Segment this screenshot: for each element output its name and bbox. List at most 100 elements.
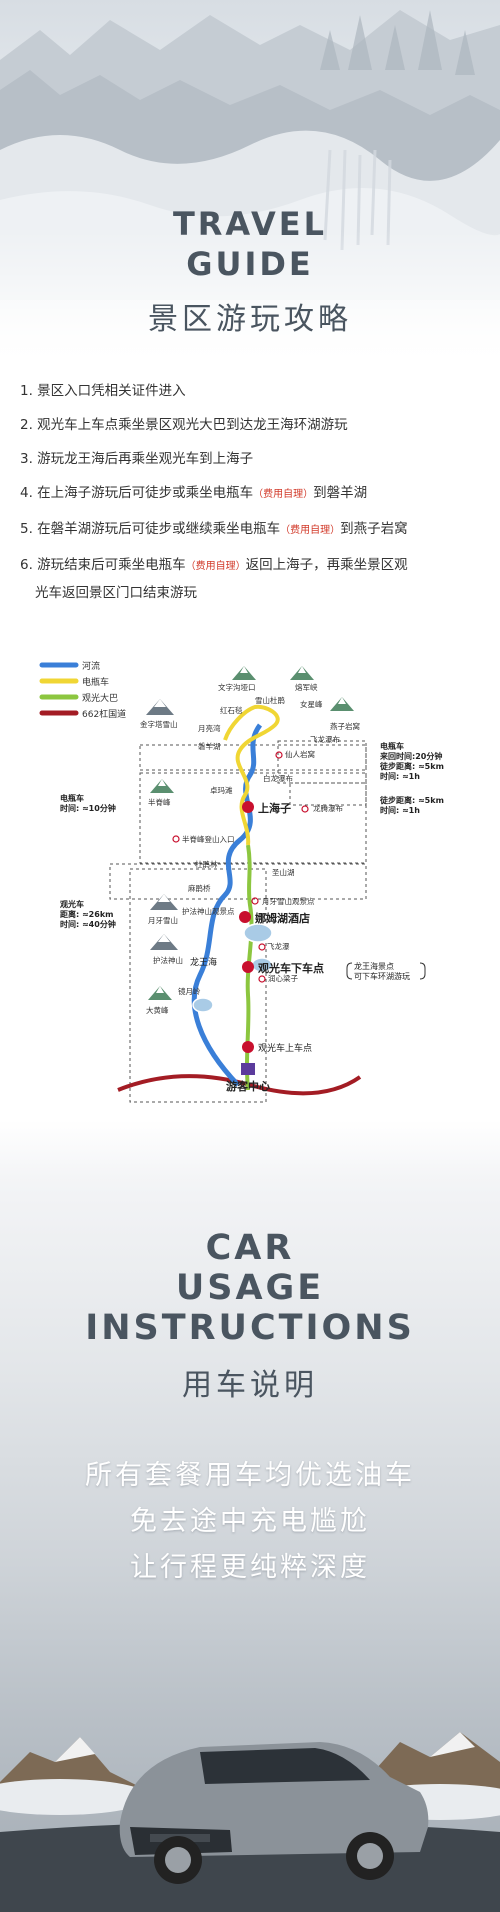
- zone-boxes: [109, 740, 367, 1103]
- legend-ebike: 电瓶车: [82, 676, 109, 688]
- label-malu: 麻鹃桥: [188, 883, 211, 893]
- slogan-line2: 免去途中充电尴尬: [130, 1506, 370, 1537]
- mountain-icon: [150, 894, 178, 910]
- step-3: 3. 游玩龙王海后再乘坐观光车到上海子: [20, 451, 254, 467]
- guide-title-line2: GUIDE: [186, 245, 314, 283]
- fee-note: （费用自理）: [185, 561, 246, 572]
- car-body: [119, 1742, 429, 1884]
- label-hongshi: 红石毯: [220, 705, 243, 715]
- label-hufas: 护法神山: [153, 955, 183, 965]
- step-4: 4. 在上海子游玩后可徒步或乘坐电瓶车（费用自理）到磐羊湖: [20, 485, 368, 501]
- national-road: [117, 1074, 362, 1096]
- lakes: [192, 923, 273, 1013]
- mountain-icon: [290, 666, 314, 680]
- label-panyanghu: 磐羊湖: [198, 741, 221, 751]
- guide-subtitle: 景区游玩攻略: [148, 302, 352, 337]
- map-legend: 河流 电瓶车 观光大巴 662杠国道: [39, 660, 126, 720]
- pin-icon: [172, 835, 180, 843]
- label-shanghaizi: 上海子: [258, 801, 291, 815]
- label-dahuang: 大黄峰: [146, 1005, 169, 1015]
- label-jingyue: 镜月岭: [178, 986, 201, 996]
- pin-icon: [275, 751, 283, 759]
- itinerary-steps: 1. 景区入口凭相关证件进入 2. 观光车上车点乘坐景区观光大巴到达龙王海环湖游…: [20, 374, 490, 607]
- note-bus-time: 时间: ≈40分钟: [60, 919, 116, 929]
- mountain-icon: [232, 666, 256, 680]
- mountain-icon: [150, 779, 174, 793]
- fee-note: （费用自理）: [280, 525, 341, 536]
- legend-river: 河流: [82, 660, 100, 672]
- note-ebike-title: 电瓶车: [380, 741, 404, 751]
- car-title-line1: CAR: [205, 1228, 295, 1268]
- label-feilong2: 飞龙瀑: [267, 941, 290, 951]
- slogan-line1: 所有套餐用车均优选油车: [85, 1460, 415, 1491]
- car-title-line3: INSTRUCTIONS: [85, 1308, 415, 1348]
- note-bus-title: 观光车: [60, 899, 84, 909]
- mountain-icon: [330, 697, 354, 711]
- label-yanzi: 燕子岩窝: [330, 721, 360, 731]
- river-path: [191, 723, 263, 1087]
- fee-note: （费用自理）: [253, 489, 314, 500]
- mountain-icons: [146, 666, 354, 1000]
- label-shengshan: 圣山湖: [272, 867, 295, 877]
- label-hufa: 护法神山观景点: [182, 906, 235, 916]
- car-usage-section: CAR USAGE INSTRUCTIONS 用车说明 所有套餐用车均优选油车 …: [0, 1120, 500, 1912]
- label-yueliang: 月亮湾: [198, 723, 221, 733]
- label-longteng: 龙腾瀑布: [313, 803, 343, 813]
- scenic-route-map: 河流 电瓶车 观光大巴 662杠国道: [39, 660, 444, 1103]
- route-notes: 电瓶车 来回时间:20分钟 徒步距离: ≈5km 时间: ≈1h 徒步距离: ≈…: [60, 741, 444, 929]
- label-xiache: 观光车下车点: [258, 961, 324, 975]
- pin-icon: [251, 897, 259, 905]
- legend-road: 662杠国道: [82, 708, 126, 720]
- car-title-line2: USAGE: [175, 1268, 325, 1308]
- step-5: 5. 在磐羊湖游玩后可徒步或继续乘坐电瓶车（费用自理）到燕子岩窝: [20, 521, 408, 537]
- key-stops: 上海子 娜姆湖酒店 观光车下车点 龙王海 观光车上车点 游客中心: [190, 801, 324, 1093]
- pin-icon: [258, 943, 266, 951]
- label-nvershen: 女星峰: [300, 699, 323, 709]
- label-nahu: 娜姆湖酒店: [255, 911, 310, 925]
- visitor-center-icon: [241, 1063, 255, 1075]
- step-2: 2. 观光车上车点乘坐景区观光大巴到达龙王海环湖游玩: [20, 417, 348, 433]
- place-labels: 文字沟垭口 熔军峡 雪山杜鹃 女星峰 红石毯 金字塔雪山 月亮湾 燕子岩窝 磐羊…: [140, 682, 360, 1015]
- label-shangche: 观光车上车点: [258, 1042, 312, 1054]
- label-banyangdk: 半脊峰登山入口: [182, 834, 235, 844]
- lwh-note-2: 可下车环湖游玩: [354, 971, 410, 981]
- label-xianren: 仙人岩窝: [285, 749, 315, 759]
- guide-title-line1: TRAVEL: [172, 205, 328, 243]
- pin-icons: [172, 751, 309, 983]
- snow-landscape-hero: TRAVEL GUIDE 景区游玩攻略: [0, 0, 500, 370]
- note-ebike-round: 来回时间:20分钟: [379, 751, 442, 761]
- label-yueyagj: 月牙雪山观景点: [262, 896, 315, 906]
- lwh-note-1: 龙王海景点: [354, 961, 394, 971]
- label-longwanghai: 龙王海: [190, 956, 217, 968]
- label-baifei: 白龙瀑布: [263, 773, 293, 783]
- car-subtitle: 用车说明: [182, 1368, 318, 1403]
- legend-bus: 观光大巴: [82, 692, 118, 704]
- label-xueshan: 雪山杜鹃: [255, 695, 285, 705]
- ebike-route: [223, 704, 280, 846]
- note-walk-time: 时间: ≈1h: [380, 805, 420, 815]
- note-ebike-time: 时间: ≈1h: [380, 771, 420, 781]
- label-wenzi: 文字沟垭口: [218, 682, 256, 692]
- pin-icon: [301, 805, 309, 813]
- label-yueyaxs: 月牙雪山: [148, 915, 178, 925]
- step-1: 1. 景区入口凭相关证件进入: [20, 383, 186, 399]
- label-jinzita: 金字塔雪山: [140, 719, 178, 729]
- label-runxin: 润心梁子: [268, 973, 298, 983]
- snow-scene-illustration: [0, 10, 500, 370]
- mountain-icon: [150, 934, 178, 950]
- label-feilong: 飞龙瀑布: [310, 734, 340, 744]
- label-xijun: 熔军峡: [295, 682, 318, 692]
- note-left-title: 电瓶车: [60, 793, 84, 803]
- note-left-time: 时间: ≈10分钟: [60, 803, 116, 813]
- note-ebike-walk: 徒步距离: ≈5km: [379, 761, 444, 771]
- label-banyang: 半脊峰: [148, 797, 171, 807]
- note-bus-dist: 距离: ≈26km: [60, 909, 113, 919]
- label-zhuoma: 卓玛滩: [210, 785, 233, 795]
- step-6: 6. 游玩结束后可乘坐电瓶车（费用自理）返回上海子，再乘坐景区观光车返回景区门口…: [20, 557, 408, 601]
- mountain-icon: [146, 699, 174, 715]
- suv-car-illustration: [0, 1732, 500, 1912]
- slogan-line3: 让行程更纯粹深度: [130, 1552, 370, 1583]
- label-youke: 游客中心: [226, 1079, 270, 1093]
- note-walk-dist: 徒步距离: ≈5km: [379, 795, 444, 805]
